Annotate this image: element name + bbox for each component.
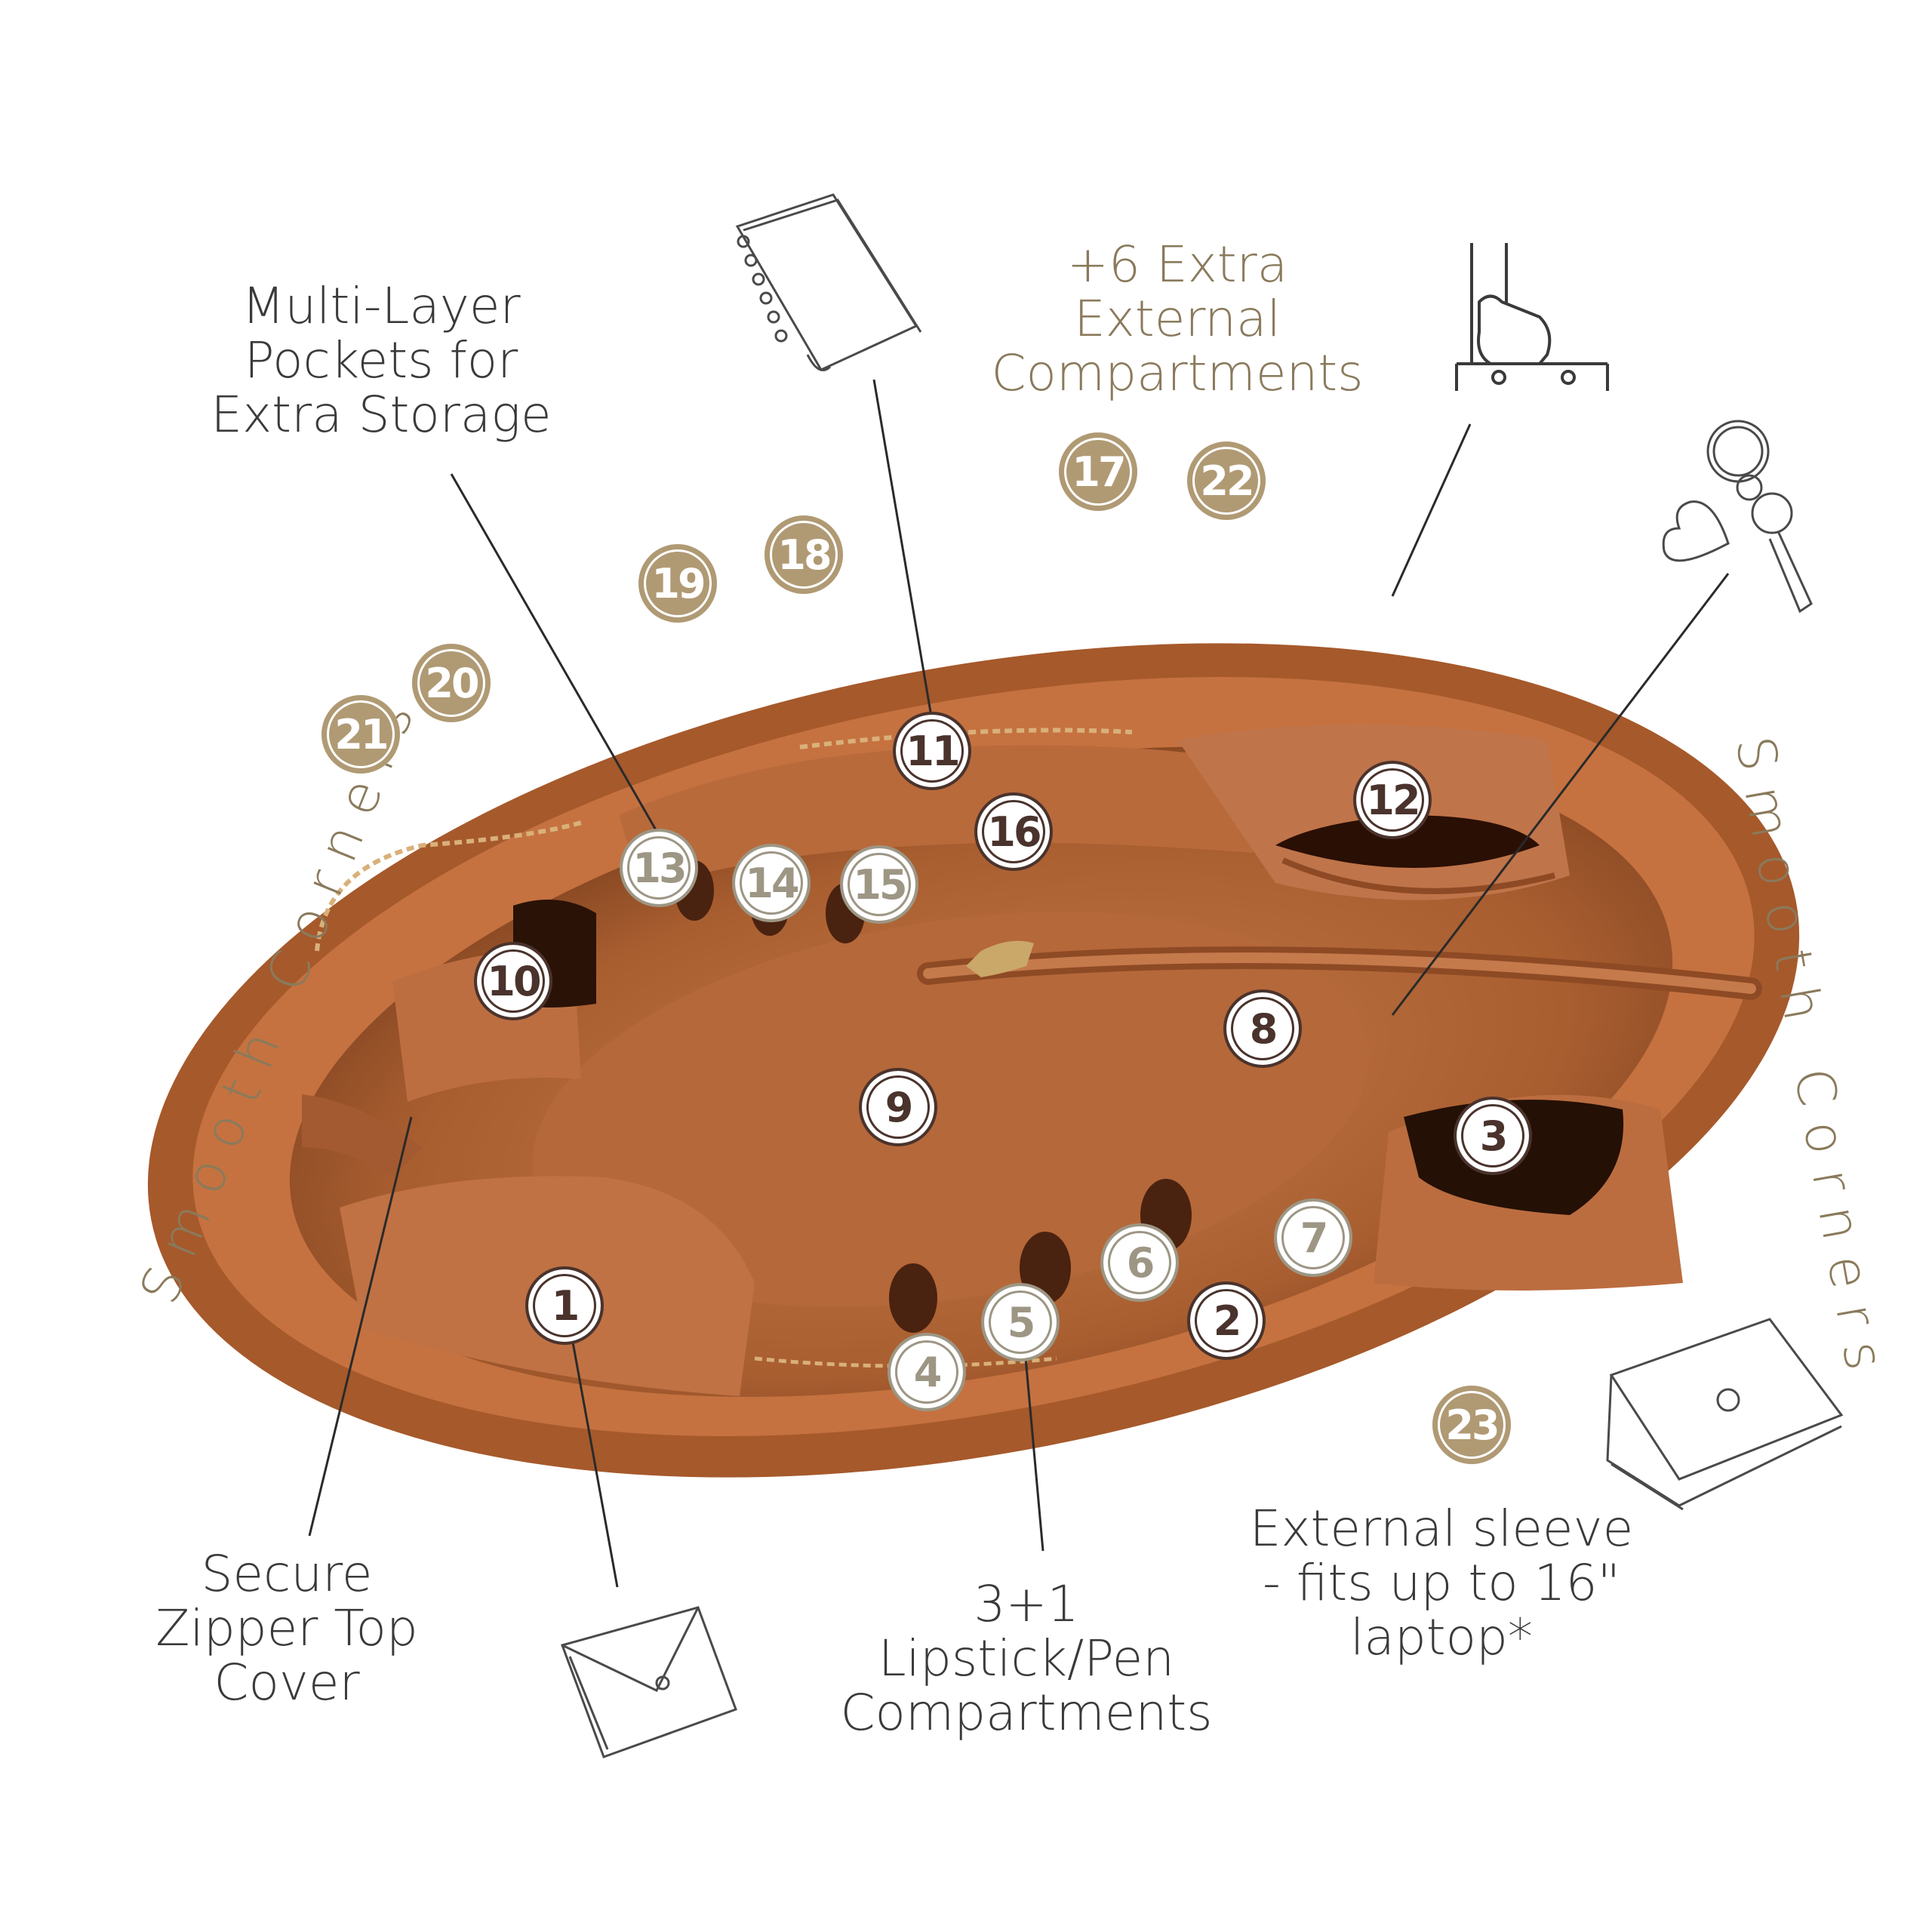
badge-19: 19 [638, 544, 717, 623]
label-external-sleeve: External sleeve - fits up to 16" laptop* [1249, 1500, 1634, 1666]
badge-22: 22 [1187, 441, 1266, 520]
badge-23: 23 [1432, 1386, 1511, 1464]
badge-1: 1 [525, 1266, 604, 1345]
badge-3: 3 [1454, 1097, 1532, 1175]
badge-12: 12 [1353, 761, 1432, 839]
organizer-photo [147, 643, 1800, 1478]
keychain-icon [1662, 420, 1813, 614]
label-extra-external-compartments: +6 Extra External Compartments [991, 235, 1364, 402]
badge-14: 14 [732, 844, 811, 922]
badge-17: 17 [1059, 432, 1137, 511]
wallet-icon [561, 1606, 737, 1758]
badge-21: 21 [321, 695, 400, 774]
badge-10: 10 [474, 942, 552, 1020]
label-secure-zipper-top-cover: Secure Zipper Top Cover [155, 1545, 418, 1712]
badge-2: 2 [1187, 1281, 1266, 1360]
badge-20: 20 [412, 644, 491, 722]
badge-11: 11 [893, 712, 971, 790]
badge-18: 18 [764, 515, 843, 594]
leader-lines [308, 379, 1730, 1588]
badge-8: 8 [1223, 989, 1302, 1068]
badge-16: 16 [974, 792, 1053, 871]
laptop-icon [1606, 1318, 1844, 1511]
badge-4: 4 [888, 1333, 966, 1411]
luggage-handle-icon [1455, 243, 1609, 391]
badge-9: 9 [859, 1068, 937, 1146]
notebook-icon [735, 193, 922, 371]
label-lipstick-pen-compartments: 3+1 Lipstick/Pen Compartments [840, 1575, 1213, 1742]
badge-15: 15 [840, 845, 918, 924]
badge-6: 6 [1100, 1223, 1179, 1302]
badge-7: 7 [1274, 1198, 1352, 1277]
badge-13: 13 [620, 829, 698, 907]
label-multi-layer-pockets: Multi-Layer Pockets for Extra Storage [211, 277, 552, 444]
badge-5: 5 [981, 1283, 1060, 1361]
